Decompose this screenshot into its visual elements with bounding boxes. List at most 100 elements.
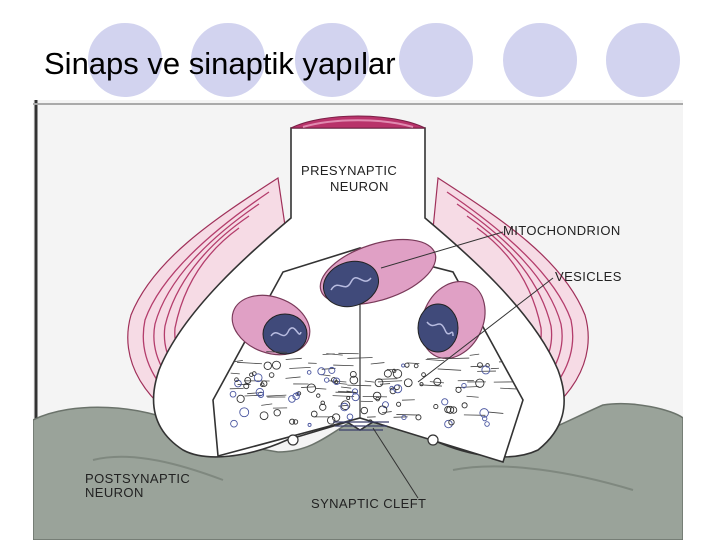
synaptic-vesicle xyxy=(229,390,237,398)
synaptic-vesicle xyxy=(374,378,384,388)
cytoskeleton-stroke xyxy=(285,376,301,379)
cytoskeleton-stroke xyxy=(340,386,352,389)
synaptic-vesicle xyxy=(382,401,389,409)
mitochondrion-right xyxy=(417,280,486,360)
synaptic-vesicle xyxy=(234,377,239,383)
synaptic-vesicle xyxy=(441,398,449,406)
synaptic-vesicle xyxy=(433,404,439,410)
cytoskeleton-stroke xyxy=(437,368,462,371)
synaptic-vesicle xyxy=(449,406,458,414)
synaptic-vesicle xyxy=(257,391,265,398)
cytoskeleton-stroke xyxy=(429,381,444,384)
synaptic-vesicle xyxy=(316,393,321,398)
synaptic-vesicle xyxy=(485,363,490,368)
cytoskeleton-stroke xyxy=(364,380,375,383)
synaptic-vesicle xyxy=(327,416,336,425)
synaptic-vesicle xyxy=(253,373,263,383)
cytoskeleton-stroke xyxy=(244,394,262,397)
synaptic-vesicle xyxy=(244,376,252,384)
synaptic-vesicle xyxy=(340,402,349,412)
synaptic-vesicle xyxy=(477,362,483,369)
mitochondrion-top xyxy=(319,238,437,308)
synaptic-vesicle xyxy=(351,388,359,395)
synaptic-vesicle xyxy=(401,414,407,421)
label-postsynaptic-neuron: POSTSYNAPTIC xyxy=(85,471,190,486)
synaptic-vesicles xyxy=(229,360,491,429)
synaptic-vesicle xyxy=(461,382,467,389)
cytoskeleton-stroke xyxy=(339,383,348,385)
synaptic-vesicle xyxy=(319,403,327,411)
cytoskeleton-stroke xyxy=(362,395,387,398)
synaptic-vesicle xyxy=(393,384,403,394)
synaptic-vesicle xyxy=(320,400,325,406)
synaptic-vesicle xyxy=(273,409,281,417)
cytoskeleton-stroke xyxy=(261,403,273,406)
synaptic-vesicle xyxy=(372,391,382,401)
cytoskeleton-stroke xyxy=(266,394,287,397)
synaptic-vesicle xyxy=(259,411,269,421)
cytoskeleton-stroke xyxy=(301,386,316,388)
cytoskeleton-stroke xyxy=(266,351,287,353)
synaptic-vesicle xyxy=(461,402,468,409)
synaptic-vesicle xyxy=(351,393,360,402)
synaptic-vesicle xyxy=(349,375,359,385)
synaptic-vesicle xyxy=(260,382,265,387)
cleft-pits xyxy=(287,434,439,446)
synaptic-vesicle xyxy=(263,361,272,370)
cytoskeleton-stroke xyxy=(338,390,352,393)
label-synaptic-cleft: SYNAPTIC CLEFT xyxy=(311,496,426,511)
cytoskeleton-stroke xyxy=(469,353,480,356)
axon-cap-highlight xyxy=(302,119,414,128)
synaptic-vesicle xyxy=(481,365,491,375)
cytoskeleton-stroke xyxy=(379,383,391,385)
synaptic-vesicle xyxy=(403,378,413,388)
synaptic-vesicle xyxy=(475,378,485,388)
synaptic-vesicle xyxy=(239,407,250,418)
cytoskeleton-stroke xyxy=(230,372,240,375)
cytoskeleton-stroke xyxy=(407,362,420,364)
synaptic-vesicle xyxy=(295,391,300,397)
synaptic-vesicle xyxy=(448,419,455,426)
cytoskeleton-stroke xyxy=(370,362,385,365)
synaptic-vesicle xyxy=(306,383,317,393)
synaptic-vesicle xyxy=(255,387,265,397)
synaptic-vesicle xyxy=(349,370,357,378)
leader-lines xyxy=(372,231,554,499)
cytoskeleton-stroke xyxy=(233,359,244,363)
synaptic-vesicle xyxy=(331,377,337,383)
synaptic-vesicle xyxy=(444,419,453,429)
synaptic-vesicle xyxy=(317,367,326,376)
cytoskeleton-stroke xyxy=(500,387,520,390)
synaptic-vesicle xyxy=(323,377,330,383)
postsynaptic-density xyxy=(333,421,389,431)
synaptic-vesicle xyxy=(306,370,312,375)
synaptic-vesicle xyxy=(289,418,296,425)
cytoskeleton-stroke xyxy=(332,395,355,397)
cytoskeleton-stroke xyxy=(347,357,373,359)
synaptic-vesicle xyxy=(383,369,392,378)
synaptic-vesicle xyxy=(249,372,254,377)
synaptic-vesicle xyxy=(268,372,275,378)
decoration-circle xyxy=(497,17,583,103)
cytoskeleton-stroke xyxy=(419,384,442,387)
cytoskeleton-stroke xyxy=(326,353,343,356)
synaptic-vesicle xyxy=(413,363,419,369)
synaptic-vesicle xyxy=(288,395,296,403)
synaptic-vesicle xyxy=(392,369,403,379)
synaptic-vesicle xyxy=(271,360,281,370)
postsynaptic-shading xyxy=(92,455,634,491)
synaptic-vesicle xyxy=(230,419,238,428)
slide-title: Sinaps ve sinaptik yapılar xyxy=(44,46,396,81)
synapse-figure: PRESYNAPTIC NEURON MITOCHONDRION VESICLE… xyxy=(33,100,683,540)
label-vesicles: VESICLES xyxy=(555,269,622,284)
cytoskeleton-stroke xyxy=(425,358,445,362)
cytoskeleton-stroke xyxy=(289,366,311,369)
synaptic-vesicle xyxy=(479,408,489,418)
axon-cap xyxy=(290,115,426,129)
synaptic-vesicle xyxy=(307,422,312,427)
header-decoration xyxy=(82,17,686,103)
synaptic-vesicle xyxy=(292,419,299,425)
synaptic-vesicle xyxy=(391,368,397,374)
cytoskeleton-stroke xyxy=(347,384,372,387)
synaptic-vesicle xyxy=(236,394,245,403)
